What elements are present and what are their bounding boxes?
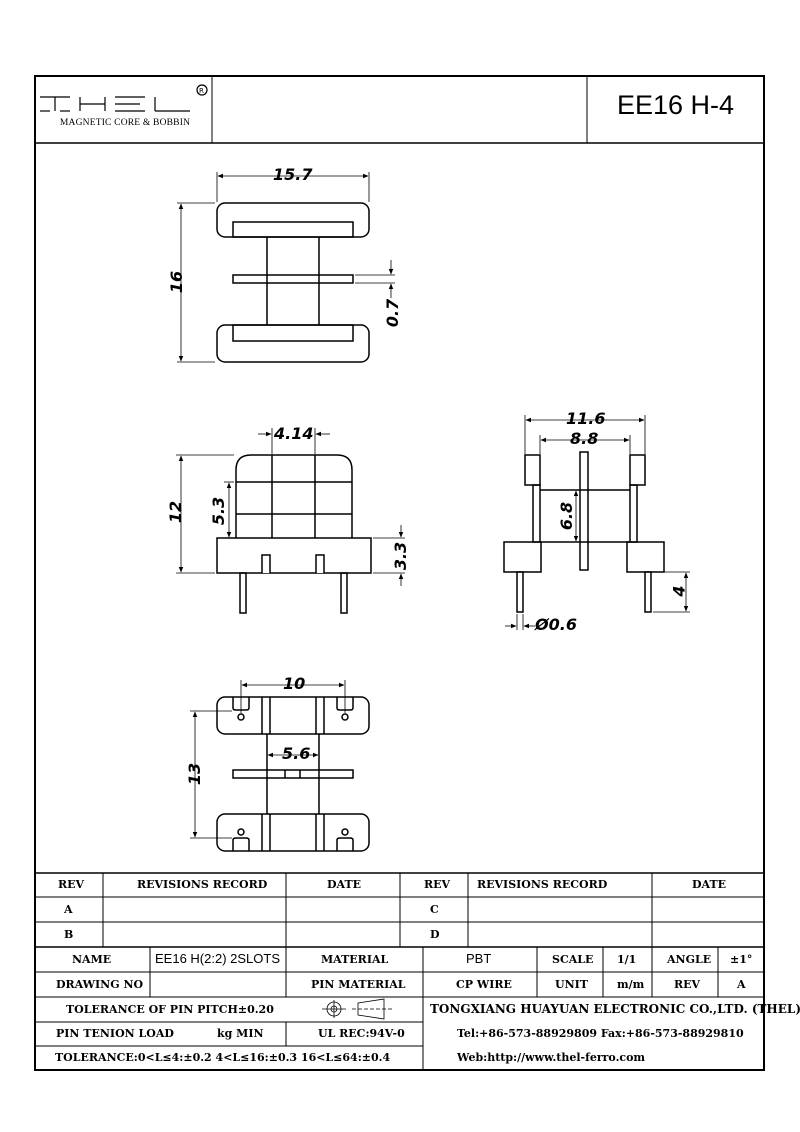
bottom-view xyxy=(216,696,370,852)
rev-header-right: REV xyxy=(424,878,451,891)
material-label: MATERIAL xyxy=(321,953,389,966)
projection-symbol xyxy=(322,998,392,1020)
side-view-dims xyxy=(505,415,690,630)
part-title: EE16 H-4 xyxy=(616,90,735,120)
pin-material-label: PIN MATERIAL xyxy=(311,978,406,991)
dim-top-width: 15.7 xyxy=(273,165,313,184)
rev-a: A xyxy=(64,903,73,916)
website: Web:http://www.thel-ferro.com xyxy=(457,1051,646,1064)
rev-label: REV xyxy=(674,978,701,991)
unit-value: m/m xyxy=(617,978,645,991)
dim-front-winding: 5.3 xyxy=(209,496,229,526)
dim-bottom-width: 10 xyxy=(283,674,306,693)
date-header-right: DATE xyxy=(692,878,727,891)
revisions-record-header-left: REVISIONS RECORD xyxy=(137,878,268,891)
tolerance-pin-pitch: TOLERANCE OF PIN PITCH±0.20 xyxy=(66,1003,274,1016)
bottom-view-dims xyxy=(190,680,346,839)
ul-rec: UL REC:94V-0 xyxy=(318,1027,405,1040)
pin-load-label: PIN TENION LOAD xyxy=(56,1027,174,1040)
dim-bottom-inner: 5.6 xyxy=(282,744,311,763)
dim-side-height: 6.8 xyxy=(557,501,577,531)
rev-c: C xyxy=(430,903,439,916)
general-tolerance: TOLERANCE:0<L≤4:±0.2 4<L≤16:±0.3 16<L≤64… xyxy=(55,1051,391,1064)
company-name: TONGXIANG HUAYUAN ELECTRONIC CO.,LTD. (T… xyxy=(430,1002,800,1016)
pin-material-value: CP WIRE xyxy=(456,978,512,991)
drawing-no-label: DRAWING NO xyxy=(56,978,144,991)
rev-b: B xyxy=(64,928,74,941)
dim-pin-diameter: Ø0.6 xyxy=(535,615,577,634)
dim-front-base: 3.3 xyxy=(391,541,411,571)
dim-side-inner: 8.8 xyxy=(570,429,599,448)
date-header-left: DATE xyxy=(327,878,362,891)
scale-value: 1/1 xyxy=(617,953,637,966)
angle-value: ±1° xyxy=(730,953,753,966)
sheet-border xyxy=(34,75,765,1071)
angle-label: ANGLE xyxy=(667,953,712,966)
name-label: NAME xyxy=(72,953,112,966)
pin-load-unit: kg MIN xyxy=(217,1027,264,1040)
rev-header-left: REV xyxy=(58,878,85,891)
dim-bottom-height: 13 xyxy=(185,762,205,786)
top-view-dims xyxy=(177,172,395,363)
rev-d: D xyxy=(430,928,440,941)
dim-pin-length: 4 xyxy=(669,585,689,597)
name-value: EE16 H(2:2) 2SLOTS xyxy=(155,951,280,966)
top-view xyxy=(216,202,370,363)
logo-subtitle: MAGNETIC CORE & BOBBIN xyxy=(59,118,191,128)
front-view-dims xyxy=(176,428,405,586)
dim-front-core-width: 4.14 xyxy=(274,424,314,443)
dim-front-height: 12 xyxy=(166,500,186,524)
unit-label: UNIT xyxy=(555,978,588,991)
tel-fax: Tel:+86-573-88929809 Fax:+86-573-8892981… xyxy=(457,1027,744,1040)
rev-value: A xyxy=(737,978,746,991)
thel-logo: R xyxy=(40,84,208,112)
front-view xyxy=(216,454,372,614)
svg-text:R: R xyxy=(199,87,204,95)
material-value: PBT xyxy=(466,951,492,966)
scale-label: SCALE xyxy=(552,953,594,966)
title-block-grid xyxy=(35,872,764,1070)
dim-side-width: 11.6 xyxy=(566,409,606,428)
dim-flange-thickness: 0.7 xyxy=(383,298,403,328)
revisions-record-header-right: REVISIONS RECORD xyxy=(477,878,608,891)
side-view xyxy=(503,451,665,613)
dim-top-height: 16 xyxy=(167,270,187,294)
